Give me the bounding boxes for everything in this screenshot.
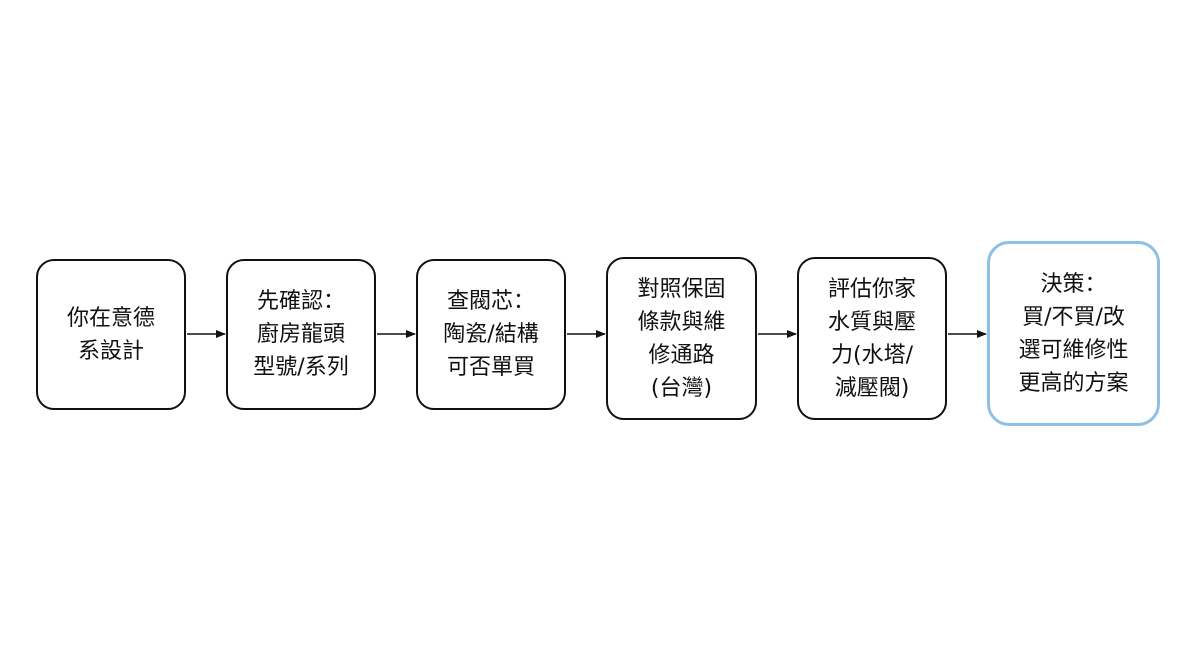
step-node-5: 評估你家 水質與壓 力(水塔/ 減壓閥) bbox=[797, 257, 947, 420]
step-node-1: 你在意德 系設計 bbox=[36, 259, 186, 410]
decision-label: 決策： 買/不買/改 選可維修性 更高的方案 bbox=[1018, 271, 1129, 396]
step-node-4: 對照保固 條款與維 修通路 (台灣) bbox=[606, 257, 757, 420]
step-node-2: 先確認： 廚房龍頭 型號/系列 bbox=[226, 259, 376, 410]
step-label-3: 查閥芯： 陶瓷/結構 可否單買 bbox=[443, 289, 539, 380]
step-label-2: 先確認： 廚房龍頭 型號/系列 bbox=[253, 289, 349, 380]
step-label-5: 評估你家 水質與壓 力(水塔/ 減壓閥) bbox=[827, 276, 916, 401]
decision-node: 決策： 買/不買/改 選可維修性 更高的方案 bbox=[987, 241, 1160, 426]
step-label-1: 你在意德 系設計 bbox=[66, 305, 155, 364]
step-label-4: 對照保固 條款與維 修通路 (台灣) bbox=[637, 276, 726, 401]
step-node-3: 查閥芯： 陶瓷/結構 可否單買 bbox=[416, 259, 566, 410]
